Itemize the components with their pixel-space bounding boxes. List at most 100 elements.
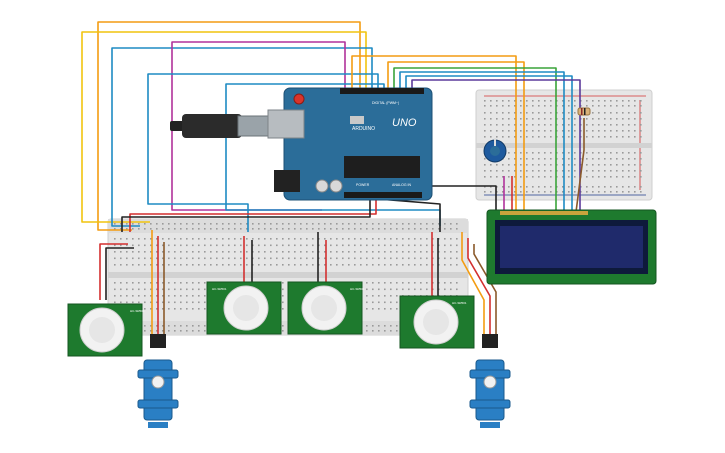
breadboard-hole	[610, 186, 612, 188]
breadboard-hole	[526, 158, 528, 160]
breadboard-hole	[210, 251, 212, 253]
pir-sensor-3[interactable]: HC-SR501	[287, 281, 365, 335]
breadboard-hole	[616, 112, 618, 114]
breadboard-hole	[258, 238, 260, 240]
breadboard-hole	[240, 264, 242, 266]
breadboard-hole	[156, 228, 158, 230]
breadboard-hole	[294, 251, 296, 253]
breadboard-hole	[372, 244, 374, 247]
breadboard-hole	[526, 136, 528, 138]
breadboard-hole	[408, 238, 410, 240]
breadboard-hole	[162, 264, 164, 266]
breadboard-hole	[390, 264, 392, 266]
digital-label: DIGITAL (PWM~)	[372, 101, 399, 105]
potentiometer-icon[interactable]	[483, 138, 507, 163]
breadboard-hole	[324, 228, 326, 230]
breadboard-hole	[198, 251, 200, 253]
breadboard-hole	[210, 244, 212, 247]
breadboard-hole	[634, 186, 636, 188]
breadboard-hole	[562, 124, 564, 126]
breadboard-hole	[168, 301, 170, 304]
breadboard-hole	[544, 158, 546, 160]
breadboard-hole	[282, 301, 284, 304]
breadboard-hole	[390, 325, 392, 327]
breadboard-hole	[444, 264, 446, 266]
breadboard-hole	[234, 244, 236, 247]
breadboard-hole	[198, 264, 200, 266]
breadboard-hole	[210, 223, 212, 225]
breadboard-hole	[246, 257, 248, 260]
breadboard-hole	[592, 191, 594, 193]
breadboard-hole	[144, 223, 146, 225]
usb-cable-icon	[170, 114, 271, 138]
breadboard-hole	[508, 112, 510, 114]
breadboard-hole	[502, 100, 504, 102]
pir-sensor-4[interactable]: HC-SR501	[399, 295, 475, 349]
breadboard-hole	[216, 223, 218, 225]
servo-motor-1[interactable]	[137, 334, 179, 428]
breadboard-hole	[598, 130, 600, 132]
reset-button[interactable]	[293, 93, 305, 105]
breadboard-hole	[634, 105, 636, 107]
breadboard-hole	[186, 251, 188, 253]
breadboard-hole	[532, 186, 534, 188]
breadboard-hole	[168, 308, 170, 310]
breadboard-hole	[228, 244, 230, 247]
breadboard-hole	[604, 124, 606, 126]
breadboard-hole	[204, 325, 206, 327]
breadboard-hole	[574, 164, 576, 166]
breadboard-hole	[192, 295, 194, 297]
breadboard-hole	[538, 100, 540, 102]
breadboard-hole	[156, 330, 158, 332]
breadboard-hole	[628, 118, 630, 120]
breadboard-hole	[372, 264, 374, 266]
breadboard-hole	[490, 191, 492, 193]
breadboard-hole	[354, 257, 356, 260]
breadboard-hole	[520, 170, 522, 172]
breadboard-hole	[622, 130, 624, 132]
breadboard-hole	[300, 238, 302, 240]
breadboard-hole	[276, 257, 278, 260]
breadboard-hole	[366, 223, 368, 225]
breadboard-hole	[526, 186, 528, 188]
breadboard-hole	[204, 330, 206, 332]
breadboard-hole	[144, 295, 146, 297]
breadboard-hole	[228, 257, 230, 260]
breadboard-hole	[456, 257, 458, 260]
breadboard-hole	[372, 288, 374, 291]
pir-sensor-2[interactable]: HC-SR501	[206, 281, 282, 335]
breadboard-hole	[414, 282, 416, 284]
breadboard-hole	[592, 176, 594, 178]
breadboard-hole	[610, 112, 612, 114]
breadboard-hole	[484, 136, 486, 138]
breadboard-hole	[360, 223, 362, 225]
breadboard-hole	[324, 257, 326, 260]
breadboard-hole	[330, 238, 332, 240]
breadboard-hole	[562, 118, 564, 120]
breadboard-hole	[426, 282, 428, 284]
breadboard-hole	[132, 282, 134, 284]
breadboard-hole	[438, 223, 440, 225]
breadboard-hole	[378, 251, 380, 253]
breadboard-hole	[408, 282, 410, 284]
pir-sensor-1[interactable]: HC-SR501	[67, 303, 145, 357]
breadboard-hole	[610, 130, 612, 132]
breadboard-hole	[228, 228, 230, 230]
breadboard-hole	[174, 228, 176, 230]
breadboard-hole	[120, 244, 122, 247]
breadboard-hole	[426, 228, 428, 230]
breadboard-hole	[490, 112, 492, 114]
breadboard-hole	[550, 186, 552, 188]
breadboard-hole	[616, 100, 618, 102]
breadboard-hole	[628, 130, 630, 132]
arduino-uno-board[interactable]: UNO ARDUINO DIGITAL (PWM~) POWER ANALOG …	[267, 87, 433, 201]
breadboard-hole	[450, 282, 452, 284]
breadboard-hole	[330, 264, 332, 266]
breadboard-hole	[502, 118, 504, 120]
breadboard-hole	[138, 223, 140, 225]
arduino-brand-text: ARDUINO	[352, 126, 375, 132]
breadboard-hole	[228, 223, 230, 225]
breadboard-hole	[180, 288, 182, 291]
breadboard-hole	[562, 130, 564, 132]
servo-motor-2[interactable]	[469, 334, 511, 428]
